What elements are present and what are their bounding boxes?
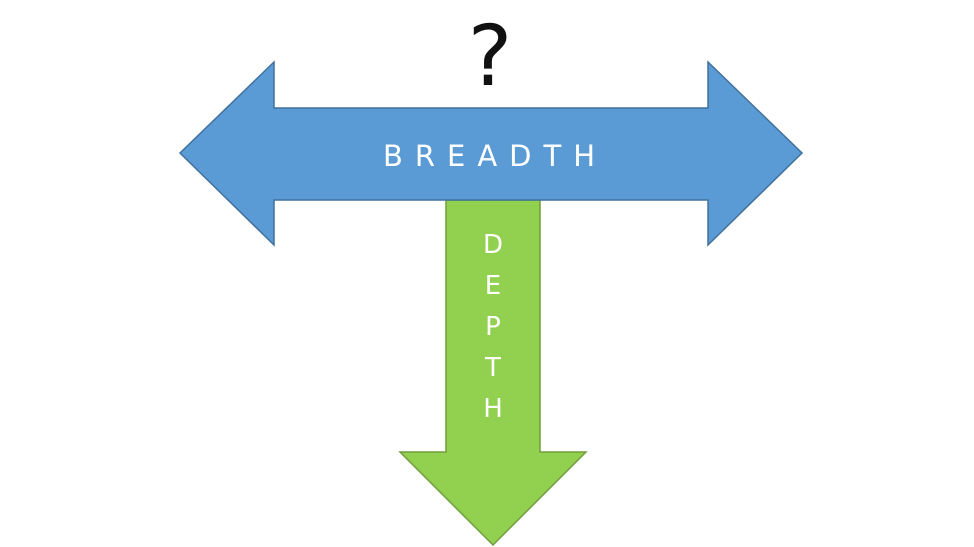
breadth-label: BREADTH — [382, 139, 608, 173]
depth-letter: T — [485, 353, 501, 383]
depth-label: D E P T H — [446, 225, 540, 430]
breadth-arrow — [178, 60, 804, 247]
depth-letter: E — [484, 271, 502, 301]
depth-letter: P — [485, 312, 501, 342]
depth-letter: H — [483, 394, 503, 424]
depth-arrow — [398, 199, 588, 547]
question-mark: ? — [467, 7, 513, 105]
depth-letter: D — [482, 230, 504, 260]
